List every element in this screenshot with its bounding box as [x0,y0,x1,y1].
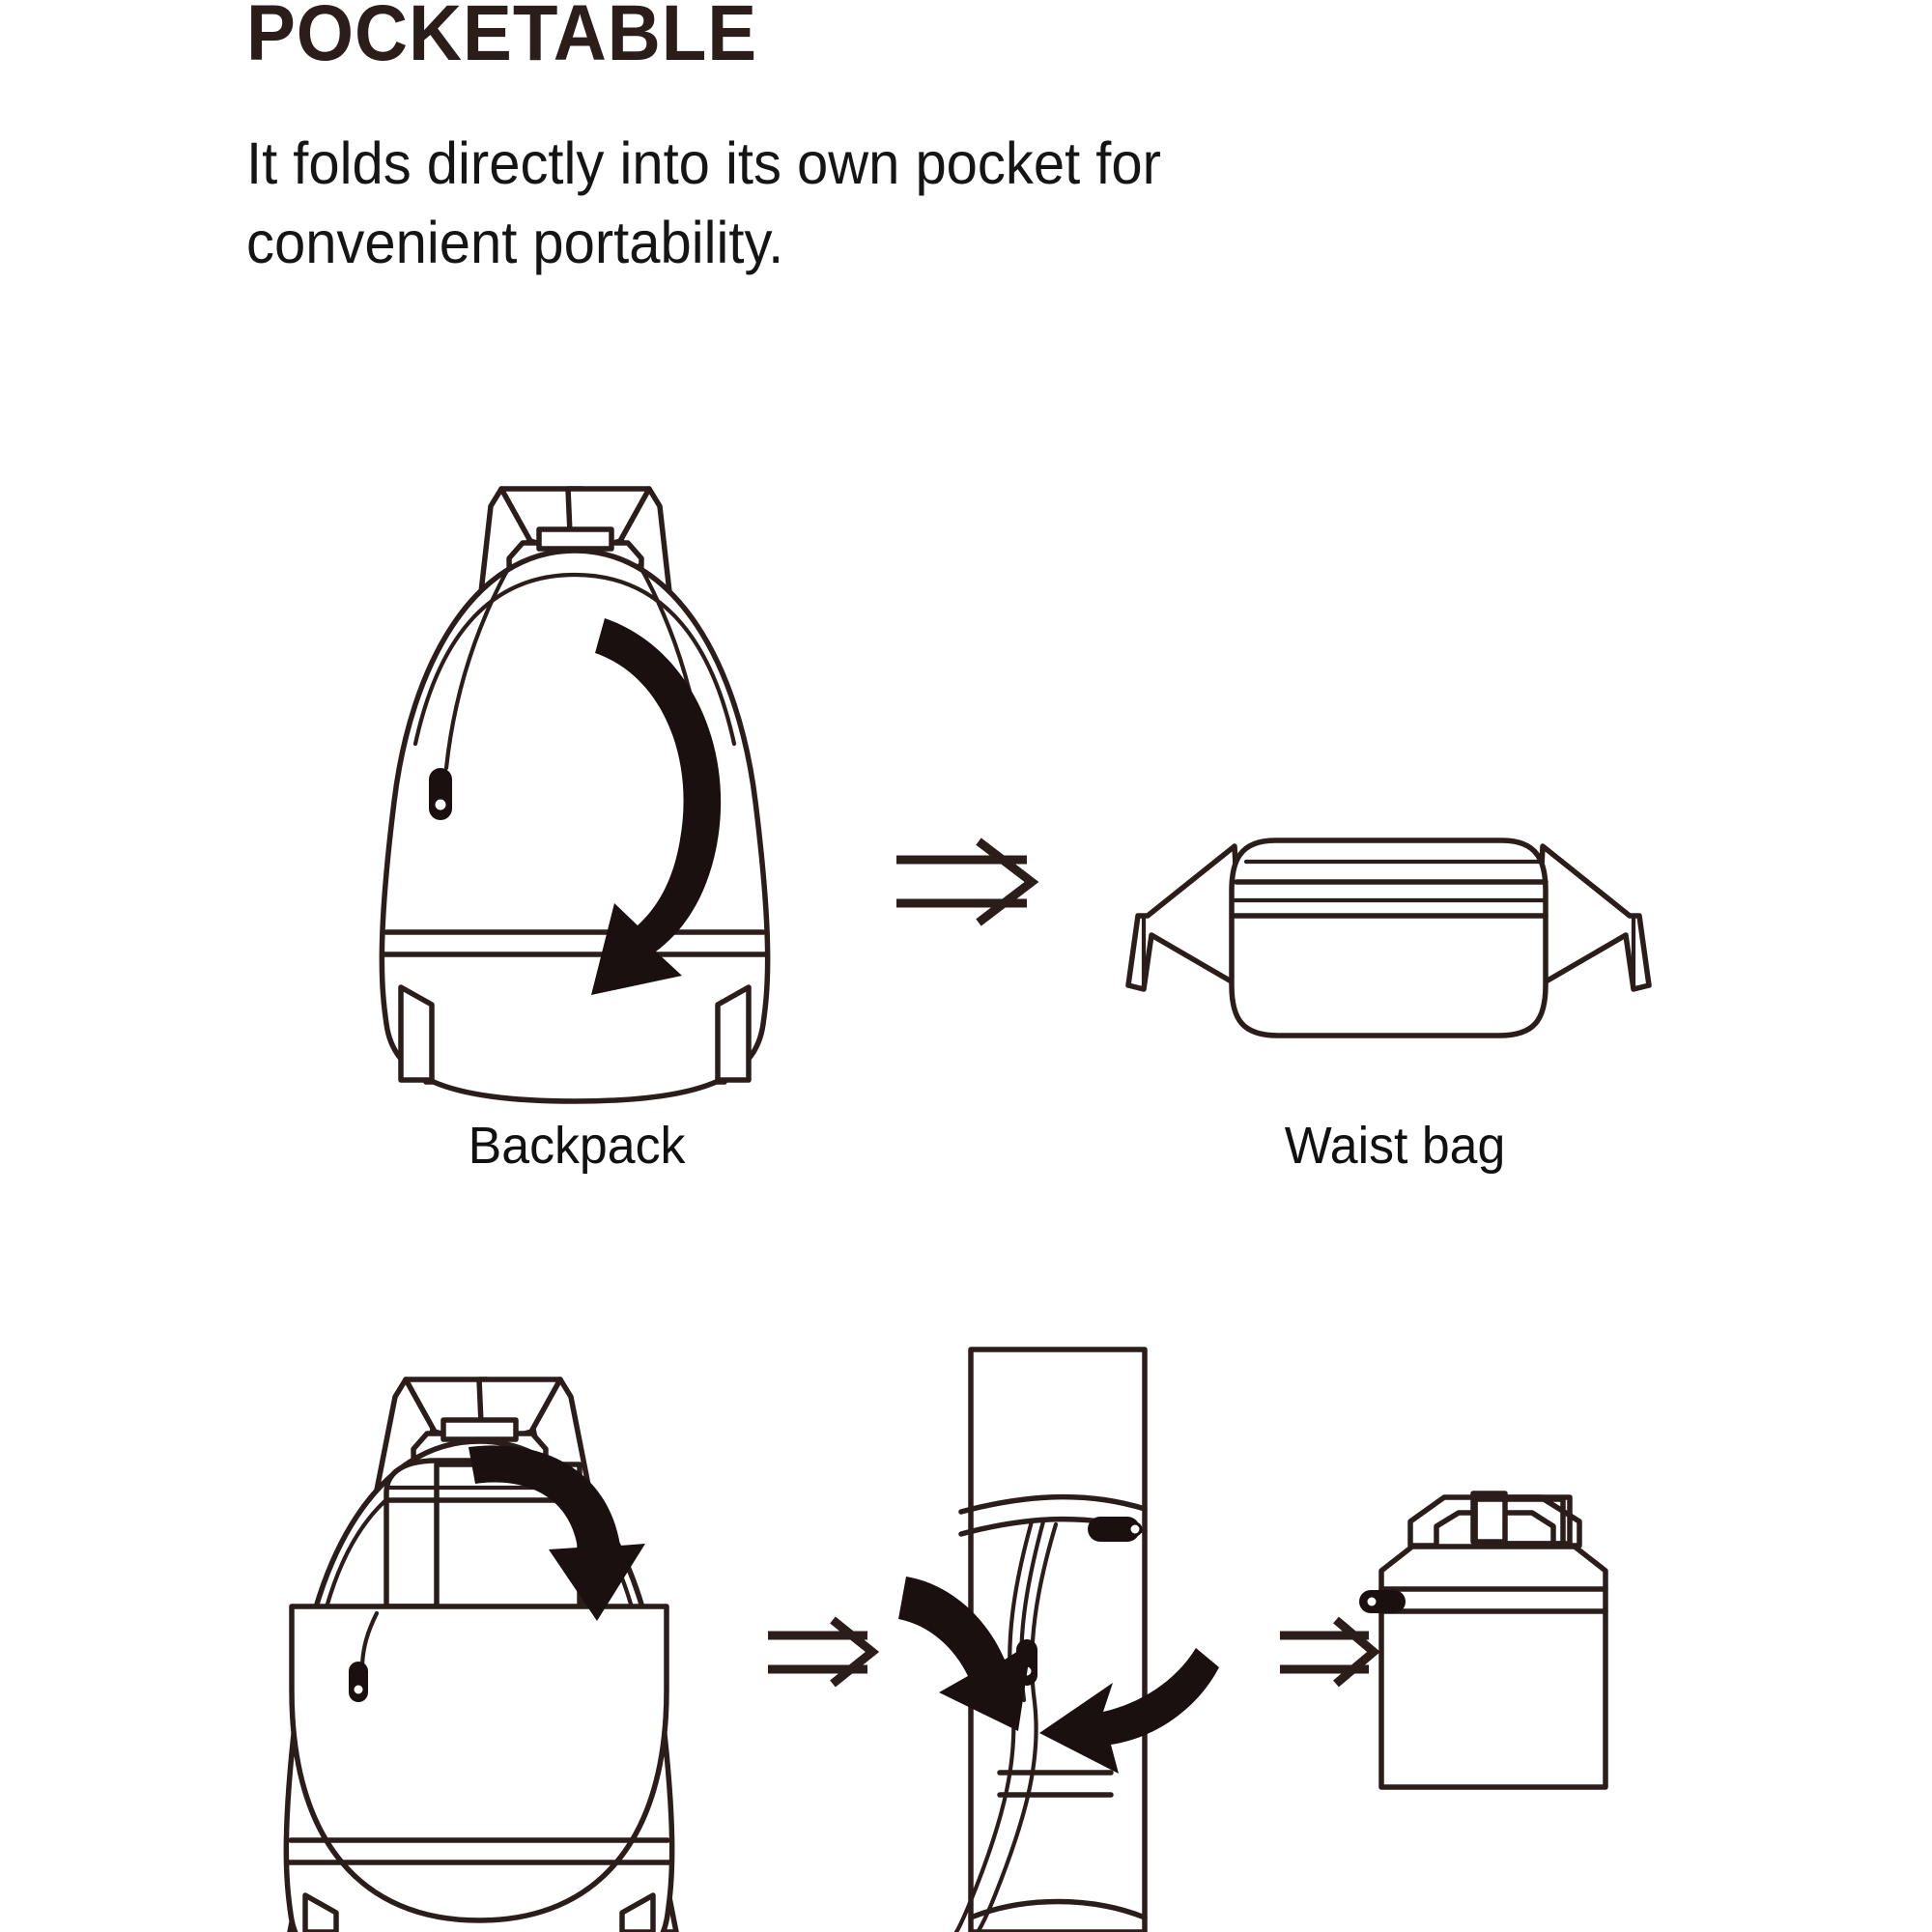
backpack2-pocket-flap [384,1458,586,1609]
waist-bag-body [1229,838,1548,1038]
figure-pouch [1359,1491,1608,1790]
pouch-body [1378,1544,1608,1790]
backpack-zipper-line-right [637,562,706,771]
backpack2-front-flap [289,1604,669,1923]
pouch-zipper-pull-hole [1364,1594,1379,1609]
figure-backpack-pocket [283,1377,679,1932]
backpack2-pocket-panel [434,1462,582,1611]
backpack-handle-strap [536,526,614,552]
figure-backpack [379,486,771,1104]
arrow-row2-b [1280,1616,1380,1688]
pouch-handle-outer [1407,1494,1582,1548]
backpack-handle-outer [506,540,644,631]
rolled-bag-fold-curve-2 [958,1516,1148,1537]
caption-backpack: Backpack [468,1117,686,1175]
backpack-body [379,548,771,1104]
figure-rolled-bag [898,1347,1219,1932]
arrow-row2b-head [1333,1616,1380,1688]
backpack2-handle-inner [449,1456,510,1512]
backpack2-foot-right [619,1892,656,1932]
backpack2-strap-right [528,1377,679,1932]
rolled-bag-zip-center [1019,1519,1046,1703]
rolled-bag-fold-curve [958,1493,1148,1515]
backpack2-top-seam [317,1463,641,1637]
caption-waist-bag: Waist bag [1284,1117,1506,1175]
backpack2-handle-outer [411,1431,549,1521]
backpack-strap-tab-left [498,486,585,558]
rolled-bag-zipper-pull-hole [1019,1663,1035,1679]
arrow-row2-a [768,1616,880,1688]
backpack2-strap-tab-left [403,1377,490,1449]
backpack-strap-left [423,486,533,1085]
pouch-handle-left-post [1470,1491,1508,1545]
backpack2-flap-zip-line [359,1610,380,1667]
backpack2-foot-left [302,1892,339,1932]
pouch-zipper-pull [1359,1590,1406,1613]
backpack-foot-left [398,984,435,1083]
backpack-zipper-pull-left [429,768,452,820]
rolled-bag-zipper-tab-hole [1127,1521,1143,1537]
page-subtitle: It folds directly into its own pocket fo… [246,130,1161,276]
backpack-top-seam [412,572,737,747]
backpack-foot-right [715,984,752,1083]
backpack-zipper-line-left [443,562,513,771]
rolled-bag-arrow-left [898,1577,1032,1731]
rolled-bag-arrow-right [1039,1648,1219,1774]
waist-bag-strap-left [1125,843,1244,992]
backpack-handle-inner [545,565,606,621]
rolled-bag-zip-left [953,1519,1035,1932]
arrow-row2a-head [830,1616,880,1688]
backpack2-handle-strap [440,1417,519,1442]
backpack-zipper-pull-hole-left [432,796,449,813]
backpack2-strap-left [287,1377,438,1932]
backpack2-fold-arrow [469,1445,645,1621]
backpack-strap-right [617,486,727,1085]
backpack-strap-tab-right [565,486,652,558]
rolled-bag-zip-right [975,1521,1059,1932]
rolled-bag-zipper-pull [1016,1639,1037,1686]
arrow-row1 [896,838,1039,926]
page-title: POCKETABLE [246,0,758,77]
backpack2-zipper-pull-hole [351,1682,366,1697]
waist-bag-strap-right [1533,843,1652,992]
figure-waist-bag [1125,838,1652,1038]
backpack2-zipper-pull [349,1662,368,1702]
rolled-bag-panel [968,1347,1148,1932]
backpack2-strap-tab-right [476,1377,563,1449]
pouch-handle-bar [1472,1494,1573,1547]
backpack2-body [283,1438,675,1932]
rolled-bag-zipper-tab-top [1088,1517,1140,1542]
backpack-fold-arrow [591,618,722,995]
rolled-bag-bottom-curve [968,1898,1148,1920]
arrow-row1-head [976,838,1039,926]
